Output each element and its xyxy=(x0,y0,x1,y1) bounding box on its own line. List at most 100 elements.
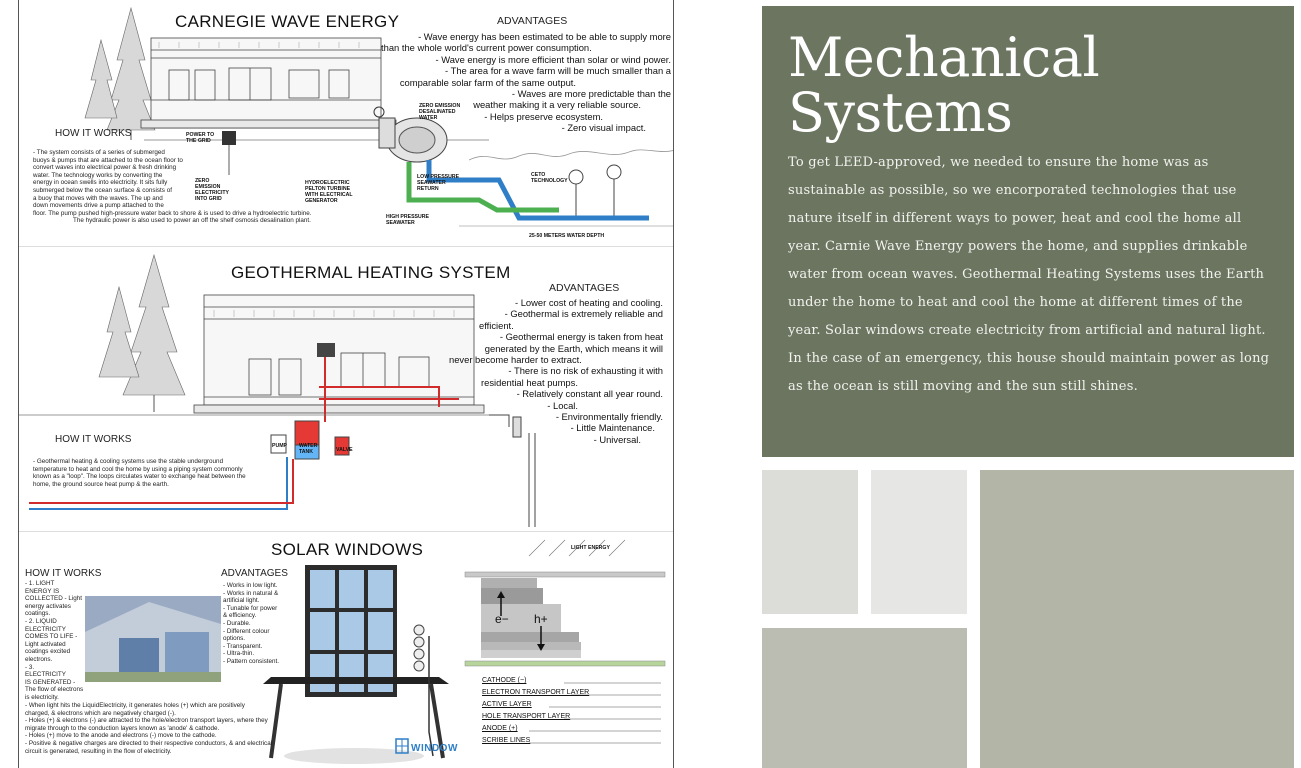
solar-how-bottom-line: circuit is generated, resulting in the f… xyxy=(25,747,172,755)
geo-adv-line: - Geothermal is extremely reliable and xyxy=(504,308,663,320)
wave-adv-line: - Waves are more predictable than the xyxy=(511,88,671,100)
geothermal-title: GEOTHERMAL HEATING SYSTEM xyxy=(231,263,511,282)
wave-adv-line: - Wave energy is more efficient than sol… xyxy=(435,53,671,65)
wave-how-line: The hydraulic power is also used to powe… xyxy=(73,217,311,225)
card-title-line-1: Mechanical xyxy=(788,26,1100,89)
solar-title: SOLAR WINDOWS xyxy=(271,540,424,559)
geo-adv-line: - Geothermal energy is taken from heat xyxy=(499,331,663,343)
solar-how-bottom-line: - Holes (+) & electrons (-) are attracte… xyxy=(25,717,268,725)
geo-adv-line: - Little Maintenance. xyxy=(570,422,655,434)
card-title-line-2: Systems xyxy=(788,81,1013,144)
solar-how-text-bottom: - When light hits the LiquidElectricity,… xyxy=(25,702,272,755)
decor-tile-3 xyxy=(762,628,967,768)
label-ceto: CETO TECHNOLOGY xyxy=(531,172,568,184)
geo-how-line: known as a "loop". The loops circulates … xyxy=(33,473,246,481)
mechanical-systems-card: Mechanical Systems To get LEED-approved,… xyxy=(762,6,1294,457)
wave-how-line: - The system consists of a series of sub… xyxy=(33,149,165,156)
label-valve: VALVE xyxy=(336,447,353,453)
layer-anode: ANODE (+) xyxy=(482,725,518,732)
layer-scribe-lines: SCRIBE LINES xyxy=(482,737,531,744)
solar-how-bottom-line: - Positive & negative charges are direct… xyxy=(25,739,273,747)
decor-tile-4 xyxy=(980,470,1294,768)
layer-hole-transport: HOLE TRANSPORT LAYER xyxy=(482,713,571,720)
card-title: Mechanical Systems xyxy=(788,30,1268,140)
solar-how-line: coatings. xyxy=(25,610,51,618)
card-body-text: To get LEED-approved, we needed to ensur… xyxy=(788,155,1270,394)
geo-how-line: home, the ground source heat pump & the … xyxy=(33,480,169,488)
geo-adv-line: - Relatively constant all year round. xyxy=(516,388,663,400)
label-low-pressure: LOW PRESSURE SEAWATER RETURN xyxy=(417,174,460,192)
layer-active: ACTIVE LAYER xyxy=(482,701,532,708)
solar-how-line: - 2. LIQUID xyxy=(25,617,57,625)
wave-adv-line: - Wave energy has been estimated to be a… xyxy=(418,31,671,42)
solar-adv-line: artificial light. xyxy=(223,597,260,605)
wave-adv-line: than the whole world's current power con… xyxy=(381,42,592,54)
solar-how-line: The flow of electrons xyxy=(25,686,84,694)
solar-how-bottom-line: charged, & electrons which are negativel… xyxy=(25,709,176,717)
label-water-tank: WATER TANK xyxy=(299,443,318,455)
geo-adv-line: - Universal. xyxy=(593,433,641,445)
solar-how-line: Light activated xyxy=(25,640,66,648)
solar-how-line: electrons. xyxy=(25,655,53,663)
geo-adv-line: generated by the Earth, which means it w… xyxy=(484,342,663,354)
geo-adv-line: - Lower cost of heating and cooling. xyxy=(514,297,663,308)
geo-adv-line: - Local. xyxy=(547,399,578,411)
geo-adv-line: efficient. xyxy=(479,319,514,331)
decor-tile-1 xyxy=(762,470,858,614)
solar-how-bottom-line: - When light hits the LiquidElectricity,… xyxy=(25,702,245,709)
solar-window-logo: WINDOW xyxy=(411,743,458,754)
geothermal-how-heading: HOW IT WORKS xyxy=(55,434,132,445)
wave-how-line: down movements drive a pump attached to … xyxy=(33,202,164,210)
wave-how-text: - The system consists of a series of sub… xyxy=(33,149,312,225)
wave-how-line: a buoy that moves with the waves. The up… xyxy=(33,194,163,202)
label-zero-emission-electricity: ZERO EMISSION ELECTRICITY INTO GRID xyxy=(195,178,229,202)
geo-adv-line: - Environmentally friendly. xyxy=(555,411,663,423)
solar-how-line: ELECTRICITY xyxy=(25,671,66,679)
solar-adv-line: - Ultra-thin. xyxy=(223,650,255,658)
geo-adv-line: - There is no risk of exhausting it with xyxy=(508,365,663,377)
solar-adv-line: options. xyxy=(223,635,246,643)
solar-advantages-list: - Works in low light. - Works in natural… xyxy=(223,582,279,666)
decor-tile-2 xyxy=(871,470,967,614)
wave-how-line: energy in ocean swells into electricity.… xyxy=(33,179,168,187)
solar-adv-line: - Works in low light. xyxy=(223,582,278,589)
solar-adv-line: & efficiency. xyxy=(223,612,257,620)
wave-how-line: convert waves into electrical power & fr… xyxy=(33,164,177,172)
wave-adv-line: - Zero visual impact. xyxy=(561,122,646,134)
solar-how-line: is electricity. xyxy=(25,693,59,701)
wave-adv-line: - Helps preserve ecosystem. xyxy=(484,110,603,122)
layer-electron-transport: ELECTRON TRANSPORT LAYER xyxy=(482,689,590,696)
wave-how-heading: HOW IT WORKS xyxy=(55,128,132,139)
solar-windows-section: SOLAR WINDOWS HOW IT WORKS - 1. LIGHT EN… xyxy=(19,531,673,768)
label-hydroelectric: HYDROELECTRIC PELTON TURBINE WITH ELECTR… xyxy=(305,180,353,204)
label-depth: 25-50 METERS WATER DEPTH xyxy=(529,233,605,239)
solar-how-line: ELECTRICITY xyxy=(25,625,66,633)
label-power-to-grid: POWER TO THE GRID xyxy=(186,132,215,144)
solar-how-line: ENERGY IS xyxy=(25,587,60,595)
solar-adv-line: - Works in natural & xyxy=(223,589,279,597)
label-high-pressure: HIGH PRESSURE SEAWATER xyxy=(386,214,429,226)
solar-how-line: coatings excited xyxy=(25,648,71,656)
wave-how-line: submerged below the ocean surface & cons… xyxy=(33,186,172,194)
solar-how-line: IS GENERATED - xyxy=(25,678,76,686)
solar-how-line: - 1. LIGHT xyxy=(25,580,55,587)
wave-energy-section: CARNEGIE WAVE ENERGY ADVANTAGES - Wave e… xyxy=(19,0,673,244)
solar-how-line: COMES TO LIFE - xyxy=(25,633,78,641)
solar-how-bottom-line: migrate through to the conduction layers… xyxy=(25,724,220,732)
solar-how-bottom-line: - Holes (+) move to the anode and electr… xyxy=(25,732,217,740)
solar-advantages-heading: ADVANTAGES xyxy=(221,568,288,579)
solar-how-line: - 3. xyxy=(25,663,35,671)
wave-advantages-list: - Wave energy has been estimated to be a… xyxy=(381,31,671,134)
geothermal-section: GEOTHERMAL HEATING SYSTEM ADVANTAGES - L… xyxy=(19,246,673,529)
solar-adv-line: - Tunable for power xyxy=(223,604,278,612)
wave-how-line: floor. The pump pushed high-pressure wat… xyxy=(33,209,312,217)
solar-adv-line: - Durable. xyxy=(223,619,251,627)
solar-adv-line: - Pattern consistent. xyxy=(223,657,279,665)
geo-adv-line: never become harder to extract. xyxy=(449,354,582,366)
solar-how-line: COLLECTED - Light xyxy=(25,595,83,603)
geothermal-illustration xyxy=(19,253,536,527)
wave-how-line: water. The technology works by convertin… xyxy=(33,171,163,179)
electron-symbol: e− xyxy=(495,612,509,626)
wave-adv-line: - The area for a wave farm will be much … xyxy=(445,65,671,77)
label-pump: PUMP xyxy=(272,443,287,449)
